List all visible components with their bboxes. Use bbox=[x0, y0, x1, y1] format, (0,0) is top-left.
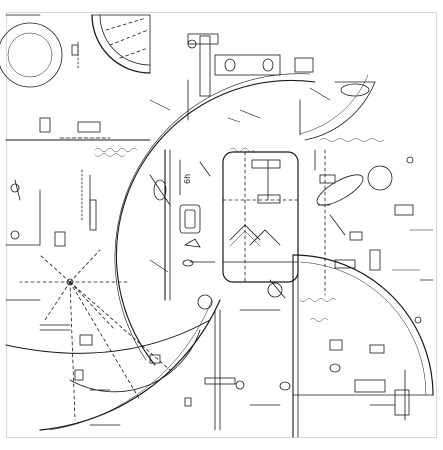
arc-top-right bbox=[299, 74, 376, 141]
central-arc bbox=[114, 73, 316, 366]
quarter-circle-lower-right bbox=[279, 254, 434, 438]
sheet-border bbox=[6, 12, 437, 438]
curved-bench-top bbox=[91, 14, 151, 74]
fixtures-top bbox=[71, 33, 314, 136]
fixtures-left bbox=[5, 117, 101, 301]
arcs-bottom bbox=[5, 294, 221, 431]
fixtures-right bbox=[314, 149, 422, 373]
fixtures-bottom bbox=[39, 279, 286, 431]
stair-center bbox=[66, 278, 74, 286]
fixtures-right-edge bbox=[369, 279, 434, 421]
central-room bbox=[222, 151, 299, 283]
round-table-top-left bbox=[0, 14, 63, 88]
radial-stair bbox=[19, 249, 171, 421]
texture-band bbox=[94, 138, 385, 322]
detail-marks bbox=[149, 87, 434, 273]
room-tag-label: 6h bbox=[183, 174, 192, 184]
column-structure bbox=[149, 149, 216, 301]
